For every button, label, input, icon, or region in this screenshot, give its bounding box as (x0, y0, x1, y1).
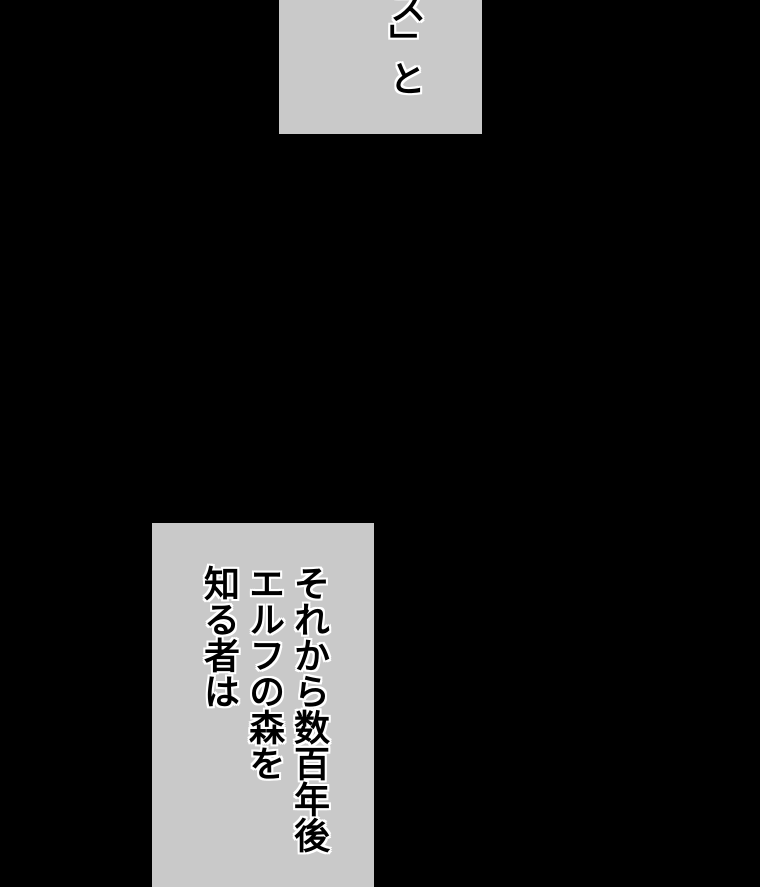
bottom-caption-box (152, 523, 374, 887)
top-caption-text: ス」と (384, 0, 425, 96)
top-caption-box (279, 0, 482, 134)
caption-line-3: 知る者は (198, 565, 239, 709)
caption-line-2: エルフの森を (243, 565, 284, 781)
caption-line-1: それから数百年後 (288, 565, 329, 853)
